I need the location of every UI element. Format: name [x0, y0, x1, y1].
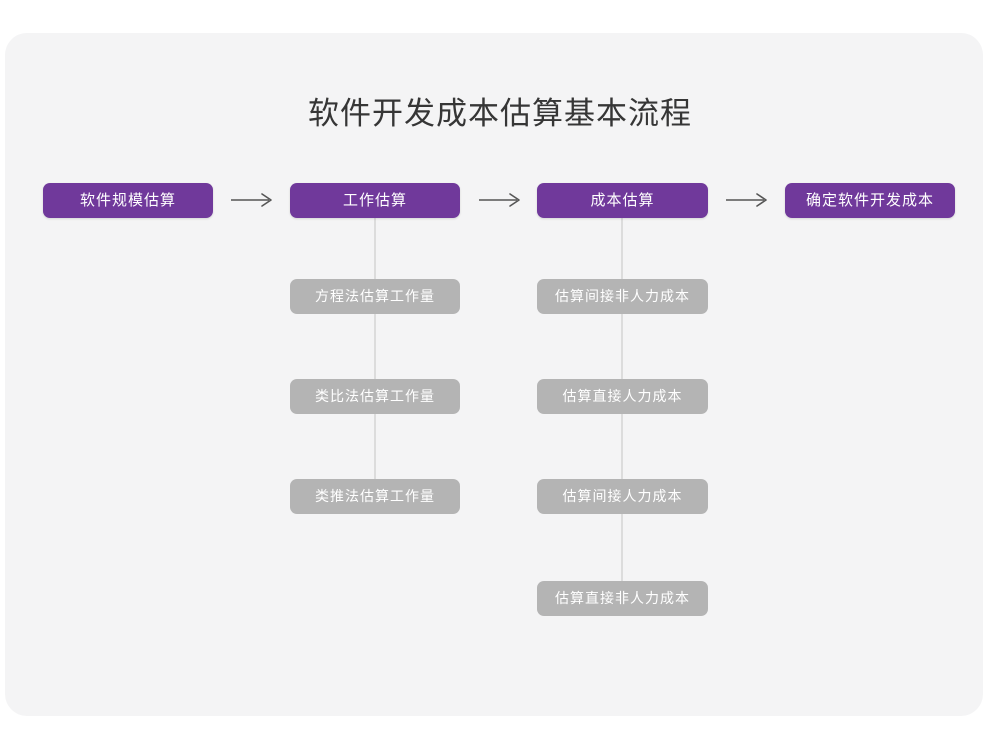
flow-subnode-step-3-sub-2[interactable]: 估算直接人力成本	[537, 379, 708, 414]
flow-node-step-1[interactable]: 软件规模估算	[43, 183, 213, 218]
flow-subnode-step-2-sub-2[interactable]: 类比法估算工作量	[290, 379, 460, 414]
flow-subnode-step-3-sub-1[interactable]: 估算间接非人力成本	[537, 279, 708, 314]
arrow-step-2-to-step-3	[479, 190, 521, 210]
flow-subnode-step-3-sub-4[interactable]: 估算直接非人力成本	[537, 581, 708, 616]
flow-subnode-step-2-sub-3[interactable]: 类推法估算工作量	[290, 479, 460, 514]
flow-node-step-3[interactable]: 成本估算	[537, 183, 708, 218]
connector-line-step-2	[374, 218, 376, 498]
arrow-right-icon	[479, 193, 520, 207]
diagram-card	[5, 33, 983, 716]
page-title: 软件开发成本估算基本流程	[308, 96, 692, 131]
arrow-step-3-to-step-4	[726, 190, 768, 210]
flow-subnode-step-3-sub-3[interactable]: 估算间接人力成本	[537, 479, 708, 514]
arrow-right-icon	[726, 193, 767, 207]
flow-node-step-2[interactable]: 工作估算	[290, 183, 460, 218]
arrow-step-1-to-step-2	[231, 190, 273, 210]
arrow-right-icon	[231, 193, 272, 207]
flow-subnode-step-2-sub-1[interactable]: 方程法估算工作量	[290, 279, 460, 314]
flow-node-step-4[interactable]: 确定软件开发成本	[785, 183, 955, 218]
